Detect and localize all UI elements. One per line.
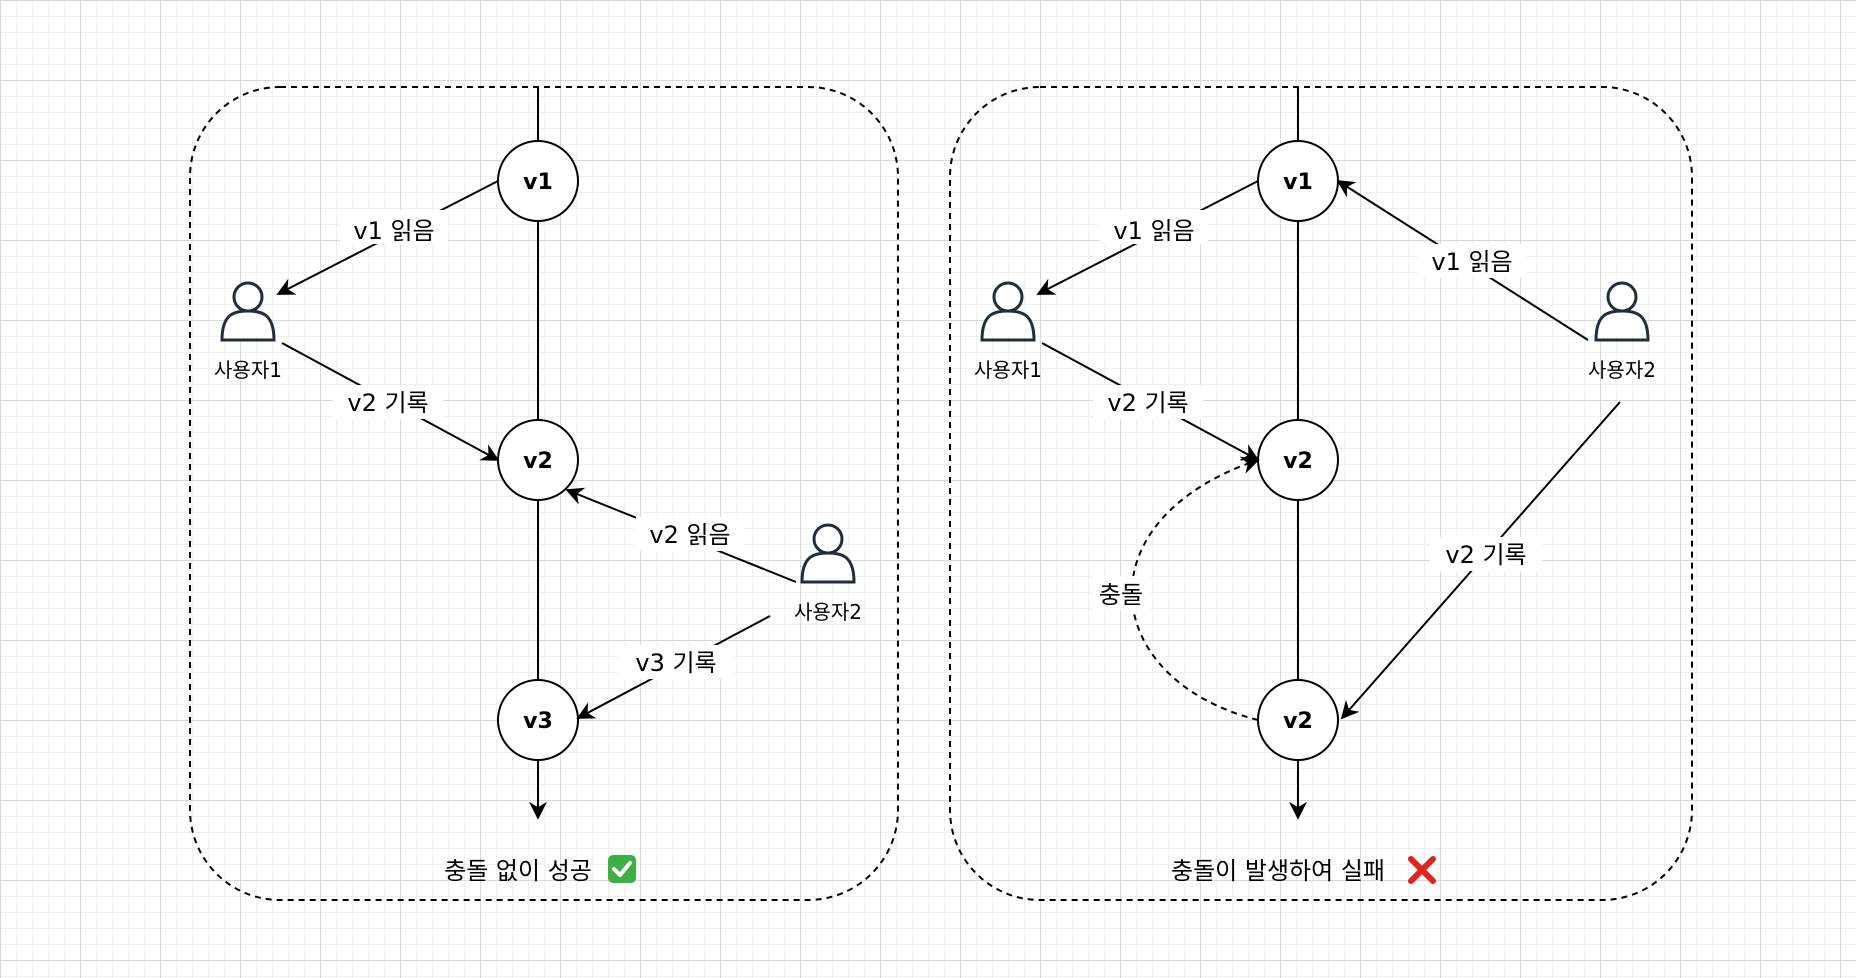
right-caption: 충돌이 발생하여 실패 [1171, 857, 1385, 885]
fail-cross-icon [1408, 856, 1436, 884]
right-node-v1[interactable]: v1 [1257, 140, 1339, 222]
left-user1-label: 사용자1 [214, 358, 282, 382]
left-user1-icon[interactable] [220, 281, 276, 342]
right-edge-user1-write-label: v2 기록 [1107, 389, 1188, 417]
right-edge-user2-read-label: v1 읽음 [1431, 248, 1512, 276]
right-edge-conflict-label: 충돌 [1099, 581, 1143, 609]
left-user2-label: 사용자2 [794, 600, 862, 624]
left-node-v3[interactable]: v3 [497, 679, 579, 761]
right-user1-label: 사용자1 [974, 358, 1042, 382]
right-user1-icon[interactable] [980, 281, 1036, 342]
right-panel-frame [949, 86, 1693, 901]
right-node-v2-bottom-label: v2 [1283, 709, 1313, 734]
left-node-v3-label: v3 [523, 709, 553, 734]
left-edge-user2-read-label: v2 읽음 [649, 521, 730, 549]
right-node-v1-label: v1 [1283, 170, 1313, 195]
right-panel: v1 v2 v2 사용자1 사용자2 v1 읽음 v2 기록 [949, 86, 1693, 901]
left-node-v2[interactable]: v2 [497, 419, 579, 501]
right-user2-label: 사용자2 [1588, 358, 1656, 382]
left-user2-icon[interactable] [800, 523, 856, 584]
left-caption: 충돌 없이 성공 [444, 857, 592, 885]
left-node-v1[interactable]: v1 [497, 140, 579, 222]
right-edge-user2-write-label: v2 기록 [1445, 541, 1526, 569]
left-panel-frame [189, 86, 899, 901]
right-node-v2-bottom[interactable]: v2 [1257, 679, 1339, 761]
left-edge-user1-write-label: v2 기록 [347, 389, 428, 417]
left-edge-user2-write-label: v3 기록 [635, 649, 716, 677]
right-edge-user1-read-label: v1 읽음 [1113, 217, 1194, 245]
right-node-v2-top-label: v2 [1283, 449, 1313, 474]
success-check-icon [608, 855, 636, 883]
left-node-v1-label: v1 [523, 170, 553, 195]
right-edge-conflict [1130, 456, 1260, 721]
left-node-v2-label: v2 [523, 449, 553, 474]
right-user2-icon[interactable] [1594, 281, 1650, 342]
right-node-v2-top[interactable]: v2 [1257, 419, 1339, 501]
left-edge-user1-read-label: v1 읽음 [353, 217, 434, 245]
left-panel: v1 v2 v3 사용자1 사용자2 v1 읽음 v2 기록 [189, 86, 899, 901]
